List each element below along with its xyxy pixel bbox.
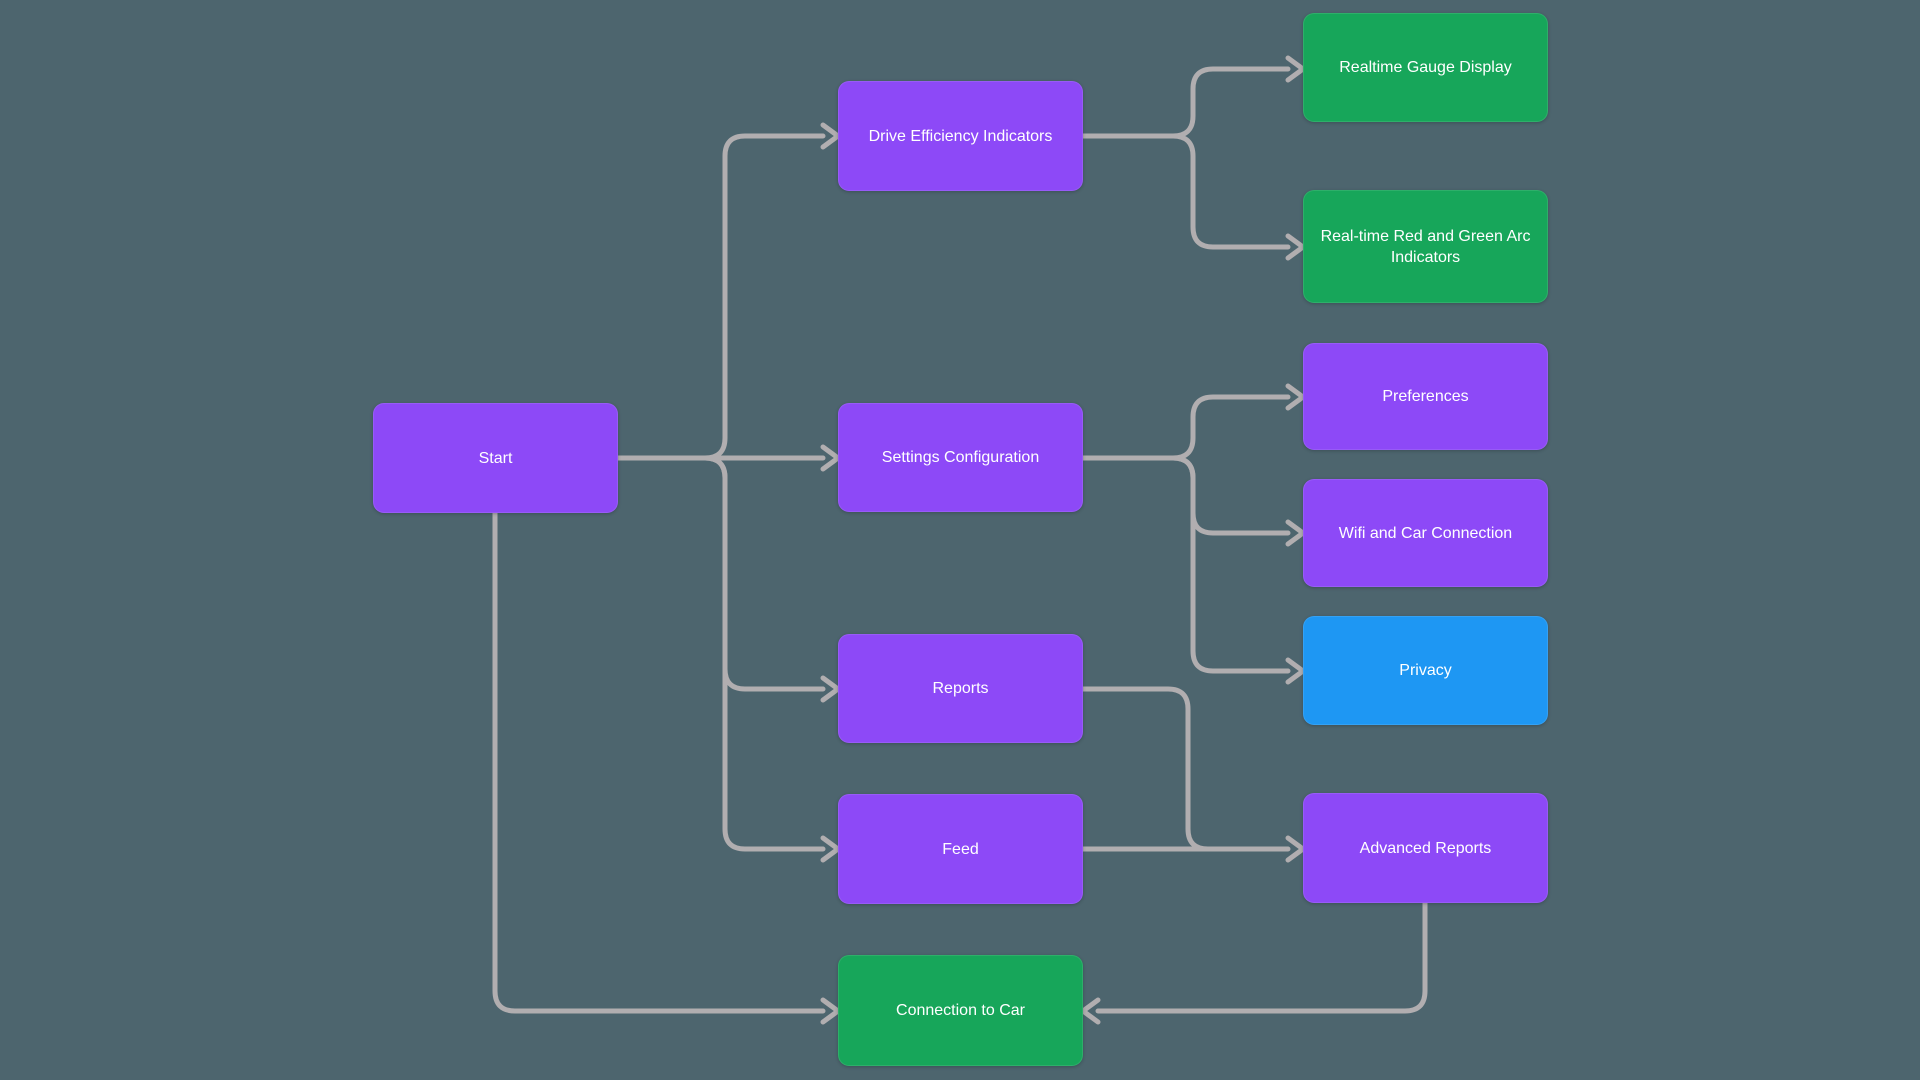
node-gauge-label: Realtime Gauge Display: [1339, 59, 1512, 76]
node-wifi-label: Wifi and Car Connection: [1338, 524, 1513, 542]
node-drive-label: Drive Efficiency Indicators: [868, 127, 1053, 145]
edge-drive-arc: [1080, 133, 1306, 261]
node-conn-label: Connection to Car: [896, 1002, 1025, 1019]
edge-reports-advanced: [1080, 686, 1263, 852]
edge-settings-privacy: [1080, 455, 1306, 685]
node-connection-to-car: Connection to Car: [838, 955, 1083, 1066]
node-settings-configuration: Settings Configuration: [838, 403, 1083, 512]
edge-start-feed: [615, 455, 841, 863]
node-feed: Feed: [838, 794, 1083, 904]
node-advanced-reports: Advanced Reports: [1303, 793, 1548, 903]
node-settings-label: Settings Configuration: [881, 449, 1040, 466]
node-preferences: Preferences: [1303, 343, 1548, 450]
node-prefs-label: Preferences: [1382, 388, 1469, 405]
edge-advanced-conn: [1080, 900, 1428, 1025]
node-realtime-gauge-display: Realtime Gauge Display: [1303, 13, 1548, 122]
edge-start-reports: [615, 455, 841, 703]
edge-start-drive: [615, 122, 841, 461]
node-reports-label: Reports: [932, 680, 989, 697]
node-start-label: Start: [478, 449, 513, 467]
node-arc-label: Real-time Red and Green Arc Indicators: [1320, 227, 1531, 266]
edge-settings-wifi: [1080, 455, 1306, 547]
edge-start-conn: [492, 510, 841, 1025]
edge-settings-prefs: [1080, 383, 1306, 461]
node-realtime-red-green-arc-indicators: Real-time Red and Green Arc Indicators: [1303, 190, 1548, 303]
edge-drive-gauge: [1080, 55, 1306, 139]
node-privacy: Privacy: [1303, 616, 1548, 725]
node-privacy-label: Privacy: [1399, 662, 1452, 679]
node-drive-efficiency-indicators: Drive Efficiency Indicators: [838, 81, 1083, 191]
node-feed-label: Feed: [942, 840, 979, 858]
node-advanced-label: Advanced Reports: [1359, 839, 1492, 857]
node-start: Start: [373, 403, 618, 513]
node-reports: Reports: [838, 634, 1083, 743]
node-wifi-and-car-connection: Wifi and Car Connection: [1303, 479, 1548, 587]
